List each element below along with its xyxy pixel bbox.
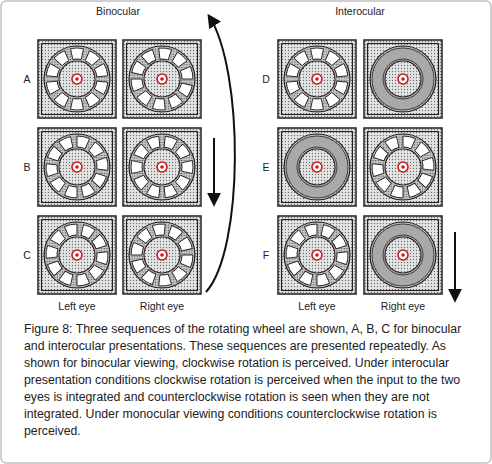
eye-label: Left eye — [298, 300, 335, 312]
wheel-panel — [123, 40, 201, 118]
eye-label: Left eye — [58, 300, 95, 312]
sequence-arrow — [454, 232, 456, 300]
wheel-panel-flat — [364, 40, 442, 118]
row-letter: A — [23, 73, 30, 85]
wheel-panel — [119, 212, 205, 297]
row-letter: B — [23, 161, 30, 173]
eye-label: Right eye — [381, 300, 425, 312]
group-heading: Interocular — [335, 5, 385, 17]
wheel-panel — [122, 128, 201, 206]
wheel-panel — [276, 214, 359, 296]
row-letter: C — [23, 249, 31, 261]
wheel-panel-flat — [278, 128, 356, 206]
eye-label: Right eye — [140, 300, 184, 312]
sequence-arrow — [213, 138, 215, 204]
group-heading: Binocular — [96, 5, 140, 17]
wheel-panel-flat — [364, 216, 442, 294]
wheel-panel — [278, 40, 356, 118]
figure-caption: Figure 8: Three sequences of the rotatin… — [24, 321, 470, 440]
cycle-arrow — [206, 16, 235, 292]
row-letter: F — [263, 249, 269, 261]
wheel-panel — [38, 128, 116, 206]
wheel-panel — [364, 128, 442, 206]
row-letter: E — [262, 161, 269, 173]
wheel-panel — [38, 40, 116, 118]
wheel-panel — [36, 214, 119, 296]
row-letter: D — [262, 73, 270, 85]
